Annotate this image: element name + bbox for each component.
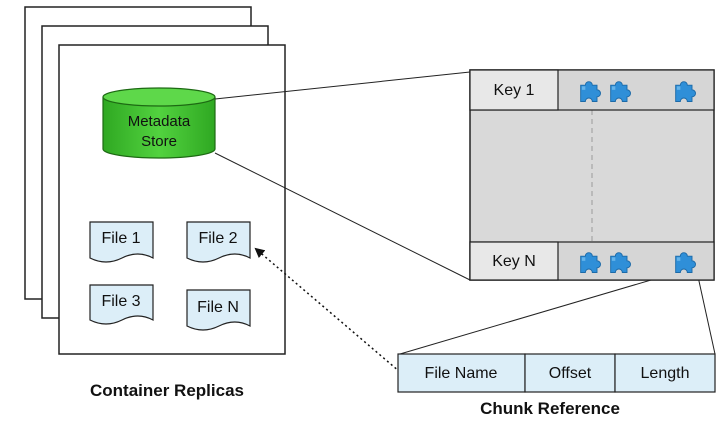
- key-n-cell: [469, 241, 559, 281]
- metadata-store-label-1: Metadata: [128, 113, 191, 130]
- chunk-reference: File Name Offset Length Chunk Reference: [397, 353, 716, 418]
- connector-store-bottom: [214, 152, 471, 281]
- file-reference-arrow: [254, 247, 401, 373]
- file-1: File 1: [89, 221, 154, 263]
- file-n-label: File N: [197, 299, 239, 316]
- chunk-reference-caption: Chunk Reference: [480, 399, 620, 418]
- table-row-key-n: Key N: [469, 241, 715, 281]
- key-n-label: Key N: [492, 253, 536, 270]
- file-3-label: File 3: [101, 293, 140, 310]
- file-2: File 2: [186, 221, 251, 263]
- table-row-key-1: Key 1: [469, 69, 715, 111]
- file-n: File N: [186, 289, 251, 331]
- connector-chunk-left: [399, 269, 686, 355]
- chunk-field-length: [614, 353, 716, 393]
- key-1-cell: [469, 69, 559, 111]
- chunk-field-file-name-label: File Name: [425, 365, 498, 382]
- key-1-label: Key 1: [494, 82, 535, 99]
- key-table: Key 1 Key N: [469, 69, 715, 281]
- connector-store-top: [214, 71, 471, 100]
- chunk-field-offset: [524, 353, 616, 393]
- file-1-label: File 1: [101, 230, 140, 247]
- file-2-label: File 2: [198, 230, 237, 247]
- cylinder-body: [102, 97, 216, 159]
- container-caption: Container Replicas: [90, 381, 244, 400]
- cylinder-top: [102, 87, 216, 107]
- chunk-field-file-name: [397, 353, 526, 393]
- file-3: File 3: [89, 284, 154, 325]
- files: File 1 File 2 File 3 File N: [89, 221, 251, 331]
- connectors: [214, 71, 716, 355]
- chunk-field-offset-label: Offset: [549, 365, 592, 382]
- connector-chunk-right: [696, 271, 716, 355]
- metadata-store: Metadata Store: [102, 87, 216, 159]
- metadata-store-label-2: Store: [141, 133, 177, 150]
- chunk-field-length-label: Length: [641, 365, 690, 382]
